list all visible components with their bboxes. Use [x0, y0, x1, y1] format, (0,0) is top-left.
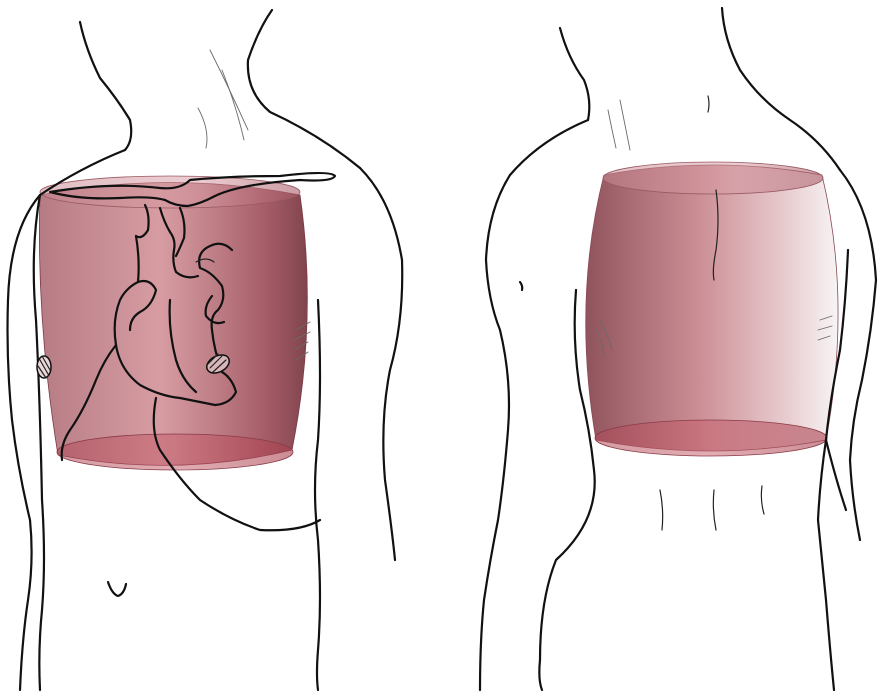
back-volume-cylinder	[586, 162, 838, 456]
back-view	[480, 8, 876, 690]
front-view	[8, 10, 403, 690]
front-navel-icon	[108, 582, 126, 596]
front-volume-cylinder	[39, 176, 307, 470]
